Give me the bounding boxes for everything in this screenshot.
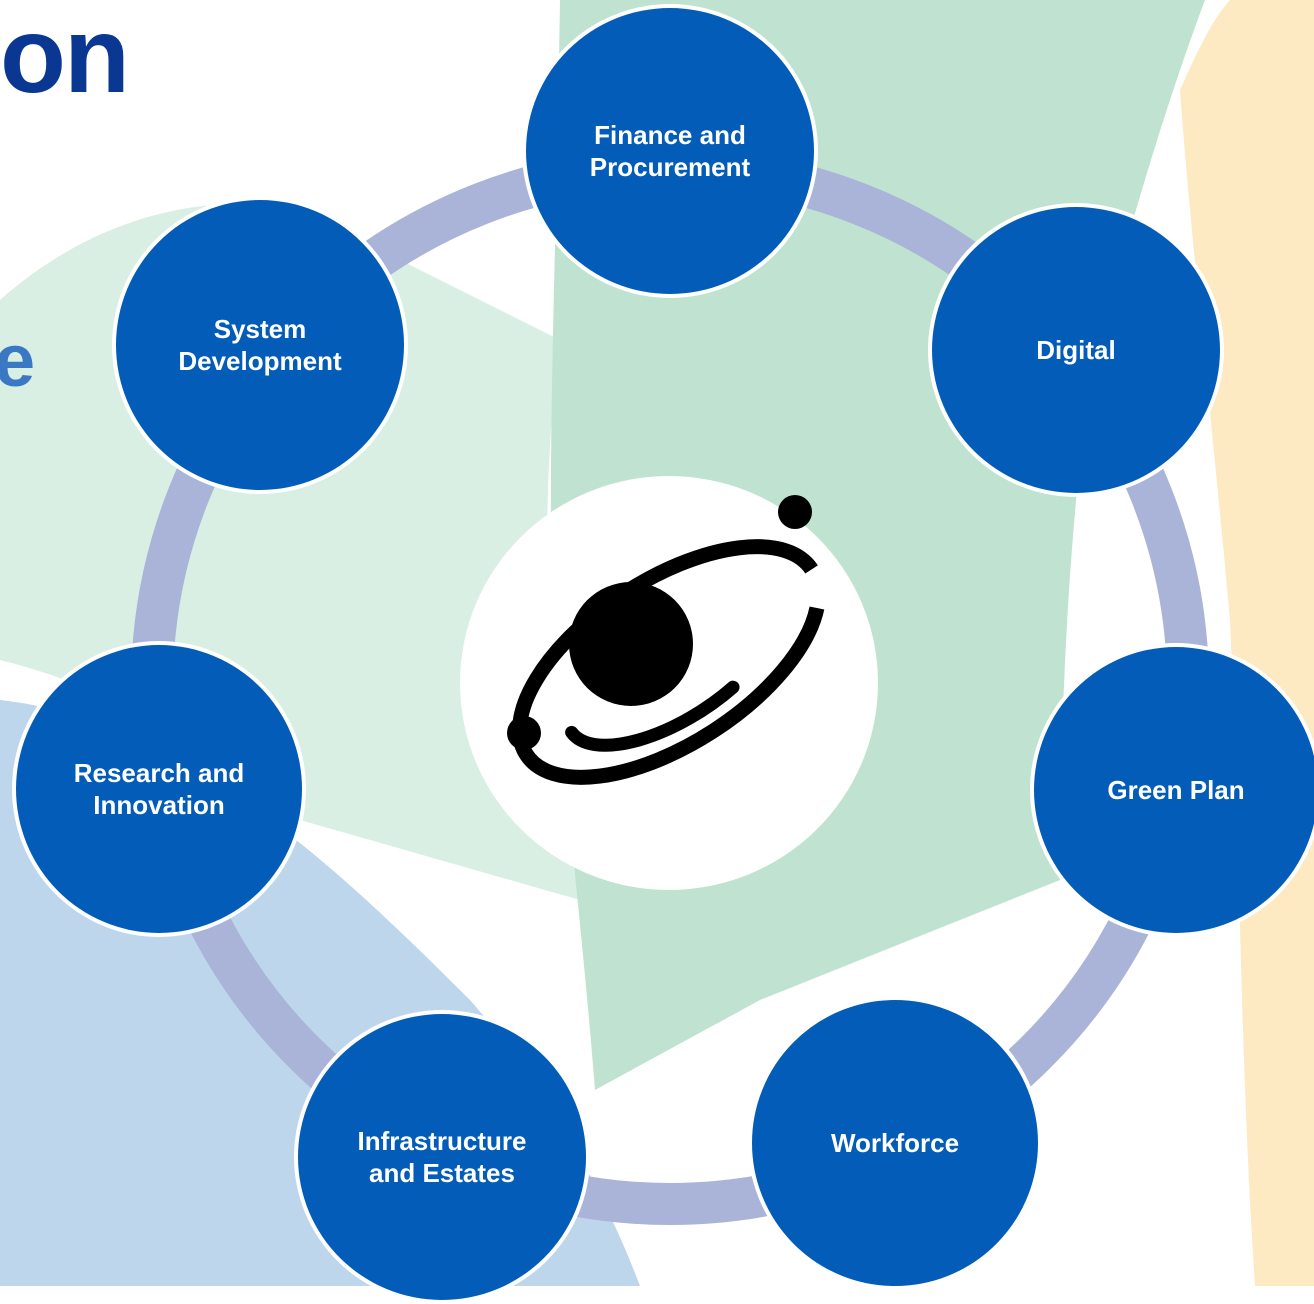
node-label: Infrastructure and Estates — [357, 1126, 527, 1188]
node-system-development: System Development — [112, 196, 408, 494]
node-infrastructure-and-estates: Infrastructure and Estates — [294, 1010, 590, 1304]
orbit-planet-icon — [507, 495, 826, 785]
node-research-and-innovation: Research and Innovation — [12, 641, 306, 937]
node-label: System Development — [178, 314, 342, 376]
node-label: Green Plan — [1107, 775, 1245, 805]
node-green-plan: Green Plan — [1030, 643, 1314, 937]
node-label: Digital — [1036, 335, 1116, 365]
center-hub — [460, 476, 878, 890]
node-workforce: Workforce — [748, 996, 1042, 1290]
node-label: Workforce — [830, 1128, 960, 1158]
title-fragment-middle: e — [0, 319, 36, 402]
node-finance-and-procurement: Finance and Procurement — [522, 4, 818, 298]
node-digital: Digital — [928, 203, 1224, 497]
node-label: Research and Innovation — [73, 758, 245, 820]
title-fragment-top: on — [0, 0, 130, 115]
node-label: Finance and Procurement — [589, 120, 751, 182]
